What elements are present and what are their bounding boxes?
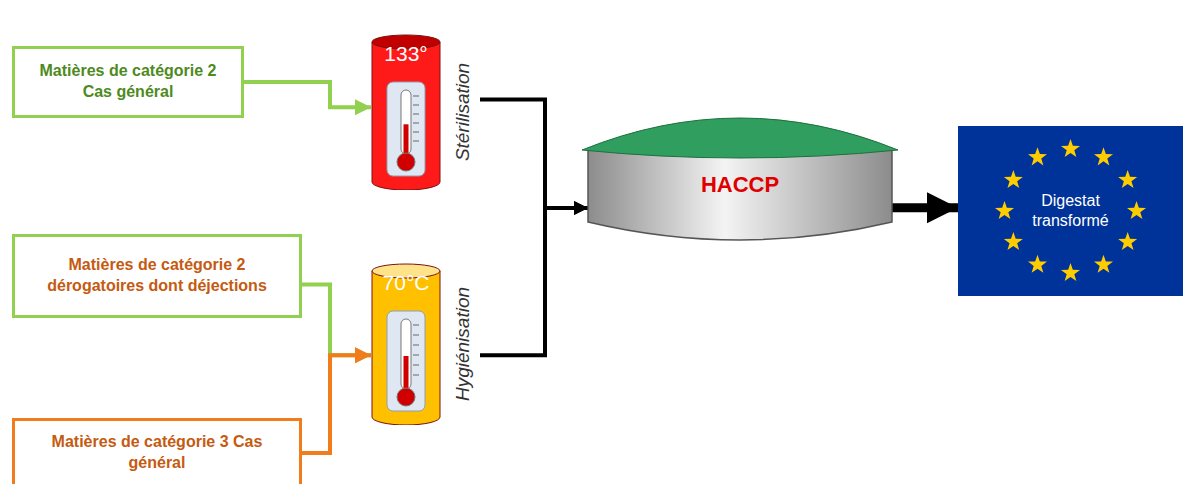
process-label: Stérilisation [452,63,474,161]
thermometer-tick [413,114,419,115]
cylinder-body [372,271,440,425]
flag-star [1127,201,1146,219]
flow-connector [480,100,588,209]
input-box: Matières de catégorie 2 Cas général [12,46,244,118]
box-label: Matières de catégorie 2 dérogatoires don… [23,255,291,297]
flow-connector [892,203,958,212]
flag-star [1004,170,1023,188]
flag-stars [958,126,1183,296]
digester-tank: HACCP [578,100,902,250]
flag-star [1061,263,1080,281]
temperature-label: 133° [371,42,441,66]
tank-roof [582,118,898,158]
cylinder-body [372,42,440,190]
flow-connector [302,284,371,355]
thermometer-bulb [397,153,415,171]
flow-connector [480,208,588,355]
thermometer-tick [413,365,419,366]
input-box: Matières de catégorie 2 dérogatoires don… [12,234,302,318]
thermometer-tick [413,325,419,326]
box-label: Matières de catégorie 3 Cas général [23,432,291,474]
thermometer-tick [413,355,419,356]
thermometer-tick [413,132,419,133]
flow-connector [244,82,371,107]
flow-connector [302,355,371,453]
flag-label: Digestat transformé [1016,191,1126,231]
thermometer-tick [413,375,419,376]
thermometer-bulb [397,388,415,406]
input-box: Matières de catégorie 3 Cas général [12,418,302,484]
eu-flag: Digestat transformé [958,126,1183,296]
flag-star [1094,147,1113,165]
flag-star [1061,139,1080,157]
flag-star [1118,170,1137,188]
thermometer-tick [413,141,419,142]
thermometer-tick [413,123,419,124]
temperature-label: 70°C [371,271,441,295]
flag-star [1118,232,1137,250]
flag-star [1094,255,1113,273]
thermometer-plate [387,311,425,411]
thermometer-tick [413,105,419,106]
flag-star [1028,147,1047,165]
hygienisation-tank: 70°CHygiénisation [371,263,441,425]
box-label: Matières de catégorie 2 Cas général [23,61,233,103]
sterilisation-tank: 133°Stérilisation [371,34,441,190]
thermometer-tick [413,335,419,336]
flag-star [1028,255,1047,273]
process-label: Hygiénisation [452,287,474,401]
tank-label: HACCP [578,172,902,198]
flag-star [995,201,1014,219]
thermometer-tick [413,96,419,97]
thermometer-tick [413,345,419,346]
flag-star [1004,232,1023,250]
thermometer-plate [387,82,425,176]
